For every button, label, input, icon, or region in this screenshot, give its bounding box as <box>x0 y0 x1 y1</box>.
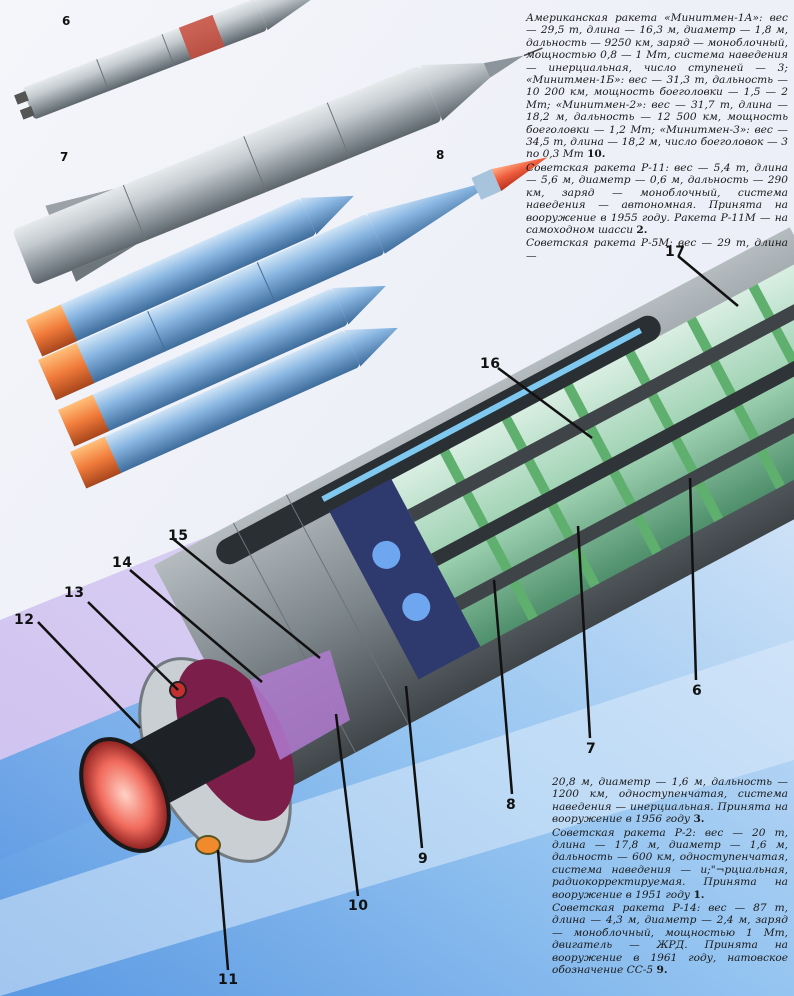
callout-10: 10 <box>348 898 369 914</box>
figure-number-6: 6 <box>62 14 71 28</box>
rocket-7 <box>13 47 543 284</box>
callout-8: 8 <box>506 797 517 813</box>
caption-top: Американская ракета «Минитмен-1А»: вес —… <box>526 12 788 263</box>
callout-12: 12 <box>14 612 35 628</box>
leader-lines <box>37 255 739 971</box>
callout-15: 15 <box>168 528 189 544</box>
callout-7: 7 <box>586 741 597 757</box>
callout-14: 14 <box>112 555 133 571</box>
rocket-8 <box>25 157 548 489</box>
caption-r5m-start: Советская ракета Р-5М: вес — 29 т, длина… <box>526 237 788 262</box>
callout-16: 16 <box>480 356 501 372</box>
caption-r11: Советская ракета Р-11: вес — 5,4 т, длин… <box>526 161 788 236</box>
light-band <box>0 640 794 996</box>
nozzle <box>79 737 171 853</box>
callout-17: 17 <box>665 244 686 260</box>
vernier-nozzle <box>195 835 221 855</box>
figure-number-7: 7 <box>60 150 69 164</box>
rocket-6 <box>14 0 325 120</box>
caption-minuteman: Американская ракета «Минитмен-1А»: вес —… <box>526 12 788 161</box>
cutaway-rocket <box>79 227 794 863</box>
caption-r14: Советская ракета Р-14: вес — 87 т, длина… <box>552 902 788 977</box>
figure-number-8: 8 <box>436 148 445 162</box>
callout-6: 6 <box>692 683 703 699</box>
caption-r2: Советская ракета Р-2: вес — 20 т, длина … <box>552 826 788 901</box>
callout-11: 11 <box>218 972 239 988</box>
callout-13: 13 <box>64 585 85 601</box>
caption-bottom: 20,8 м, диаметр — 1,6 м, дальность — 120… <box>552 776 788 978</box>
caption-r5m-end: 20,8 м, диаметр — 1,6 м, дальность — 120… <box>552 776 788 826</box>
callout-9: 9 <box>418 851 429 867</box>
